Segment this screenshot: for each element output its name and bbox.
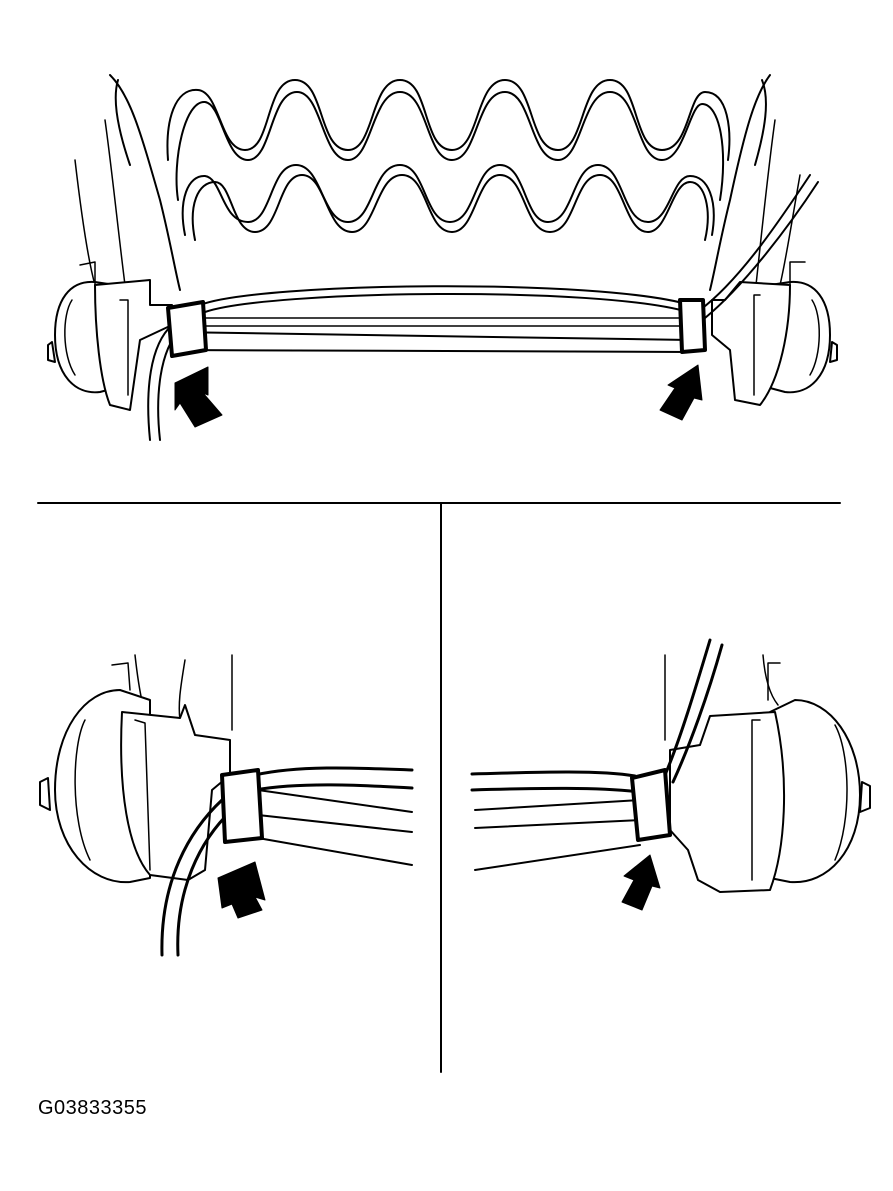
left-detail-knob [39, 777, 51, 811]
right-detail-wires [470, 638, 724, 794]
left-detail-arrow-icon [217, 861, 266, 919]
seat-back-frame [74, 74, 801, 291]
left-detail-rod [257, 789, 413, 866]
left-wire-clamp [166, 300, 208, 358]
left-arrow-icon [174, 366, 223, 428]
right-detail-recliner [769, 699, 861, 884]
figure-code: G03833355 [38, 1097, 148, 1119]
seat-springs [166, 79, 731, 241]
cross-rod [171, 331, 691, 353]
wire-harness [147, 174, 819, 441]
right-detail-bracket [669, 711, 786, 893]
left-detail-clamp [220, 768, 264, 844]
right-detail-panel [470, 638, 871, 911]
right-detail-clamp [630, 768, 672, 842]
right-detail-arrow-icon [621, 854, 661, 911]
right-arrow-icon [659, 364, 703, 421]
left-detail-wires [160, 766, 414, 957]
left-detail-bracket [120, 704, 231, 881]
left-detail-panel [39, 654, 414, 957]
right-wire-clamp [678, 298, 707, 354]
right-detail-knob [859, 781, 871, 813]
right-detail-rod [474, 799, 641, 871]
right-recliner [711, 261, 838, 406]
left-recliner [47, 261, 173, 411]
overview-panel [47, 74, 838, 441]
